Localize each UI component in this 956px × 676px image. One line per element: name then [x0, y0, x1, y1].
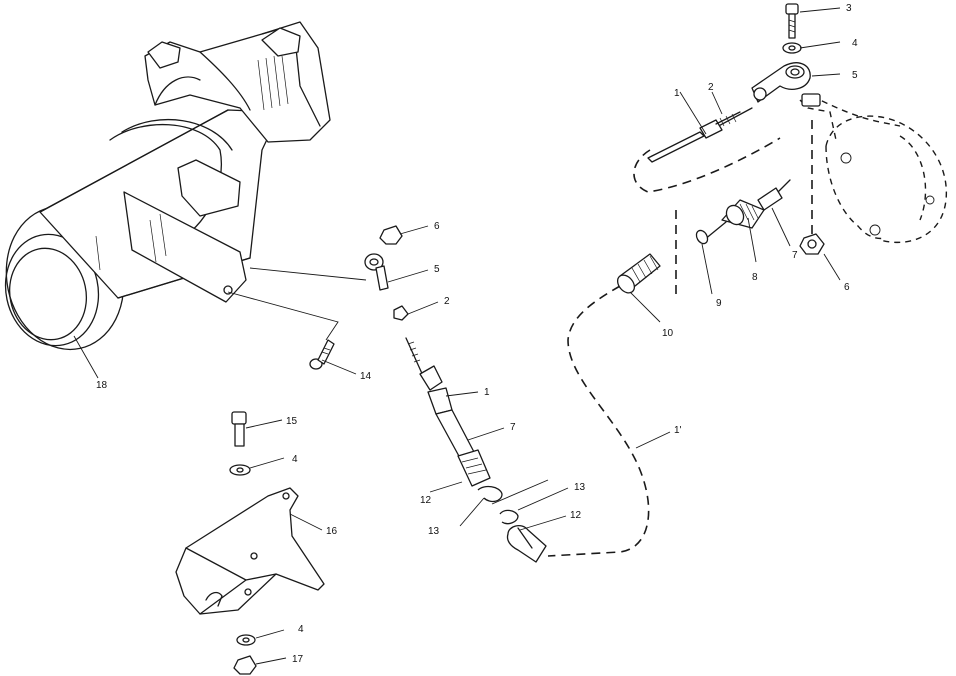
callout-7-mid: 7: [510, 422, 516, 433]
callout-3: 3: [846, 3, 852, 14]
callout-17: 17: [292, 654, 304, 665]
callout-12-mid: 12: [420, 495, 432, 506]
callout-9: 9: [716, 298, 722, 309]
callout-4-upper: 4: [852, 38, 858, 49]
callout-1-mid: 1: [484, 387, 490, 398]
cable-routing: [547, 107, 813, 557]
lower-cable-end: [491, 479, 549, 563]
callout-5-mid: 5: [434, 264, 440, 275]
callout-6-right: 6: [844, 282, 850, 293]
upper-cable-end: [647, 3, 811, 163]
mid-cable-assembly: [227, 225, 503, 503]
callout-13-mid: 13: [428, 526, 440, 537]
callout-2-upper: 2: [708, 82, 714, 93]
callout-1-upper: 1: [674, 88, 680, 99]
callout-7-upper: 7: [792, 250, 798, 261]
housing-assembly-18: [4, 21, 331, 351]
callout-11: 1': [674, 425, 682, 436]
callout-8-upper: 8: [752, 272, 758, 283]
callout-labels: 1 2 3 4 5 8 7 6 9 10 6 5 2 14 18 1 7 12 …: [96, 3, 858, 665]
callout-5-upper: 5: [852, 70, 858, 81]
callout-18: 18: [96, 380, 108, 391]
callout-4-low: 4: [298, 624, 304, 635]
callout-14: 14: [360, 371, 372, 382]
callout-4-mid: 4: [292, 454, 298, 465]
callout-15: 15: [286, 416, 298, 427]
callout-13-low: 13: [574, 482, 586, 493]
engine-housing-phantom: [799, 93, 947, 244]
callout-10: 10: [662, 328, 674, 339]
callout-12-low: 12: [570, 510, 582, 521]
callout-16: 16: [326, 526, 338, 537]
right-cable-parts: [616, 179, 825, 294]
callout-6-mid: 6: [434, 221, 440, 232]
lower-left-hardware: [175, 339, 335, 675]
callout-2-mid: 2: [444, 296, 450, 307]
leader-lines: [73, 7, 841, 665]
